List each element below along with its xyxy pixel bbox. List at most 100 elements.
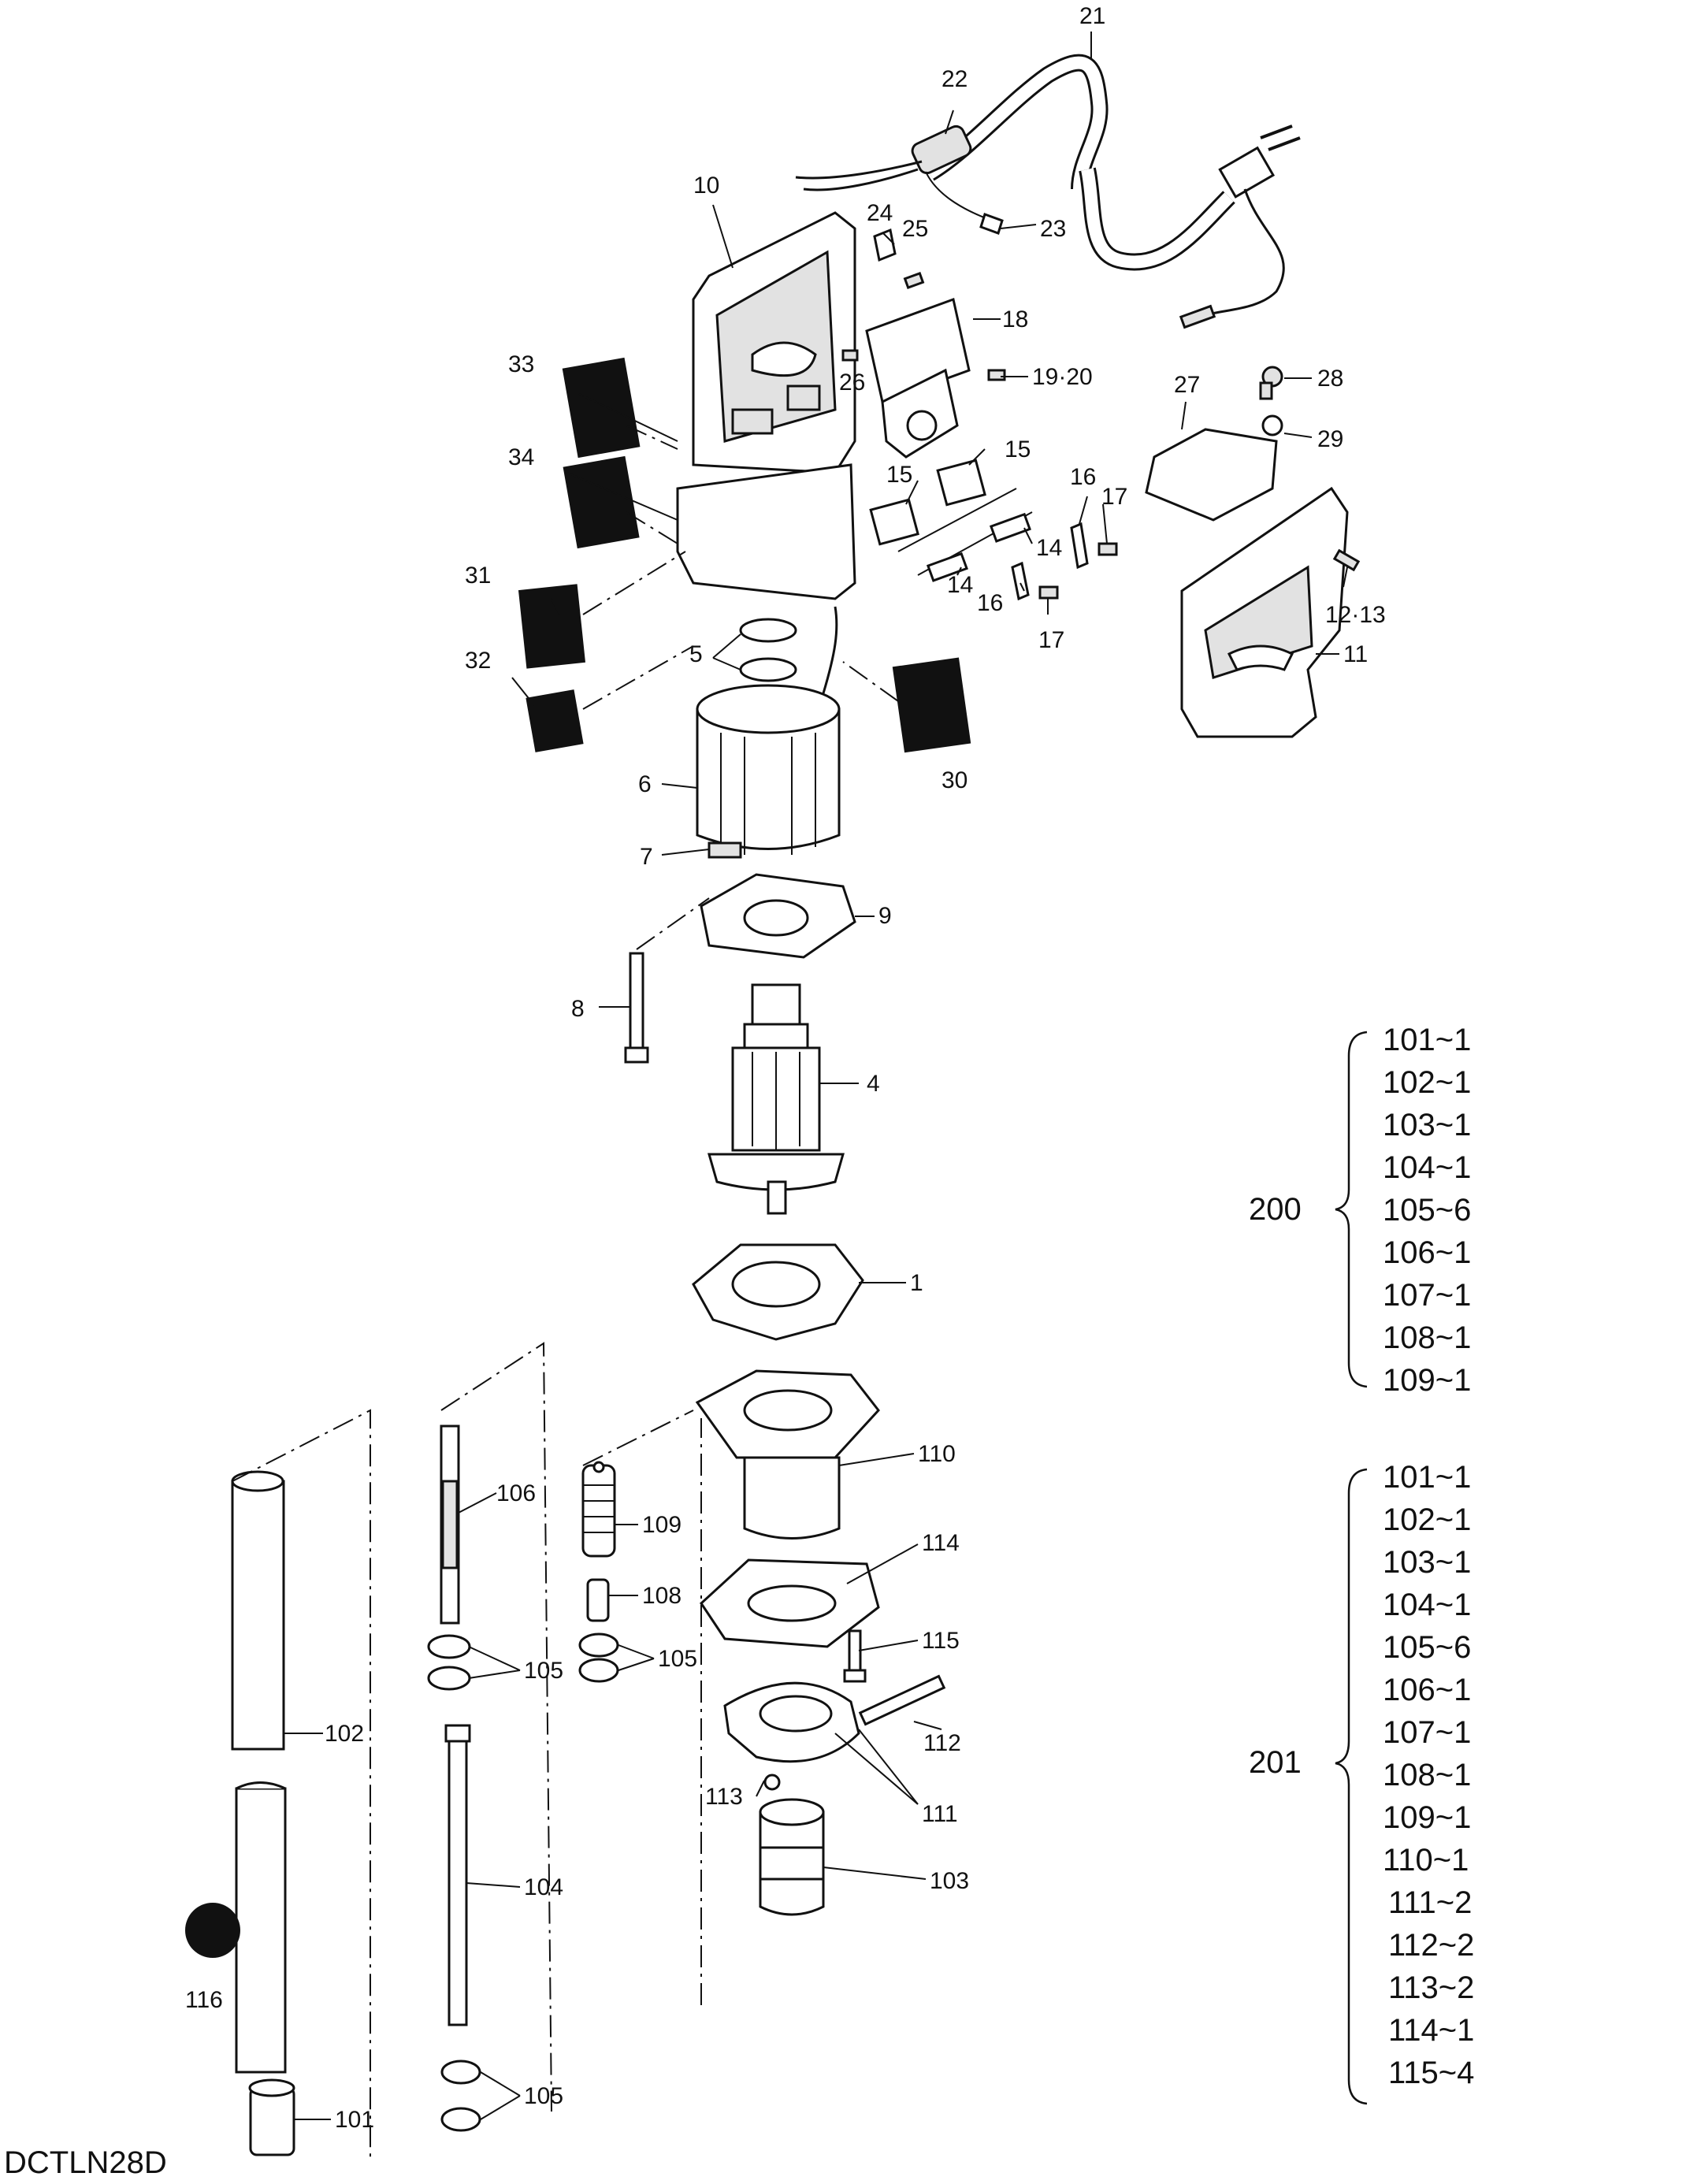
callout-19-20: 19·20 (1032, 364, 1093, 390)
kit-201: 201 101~1 102~1 103~1 104~1 105~6 106~1 … (1249, 1460, 1474, 2105)
kit-200-item-8: 108~1 (1383, 1320, 1471, 1355)
kit-200-item-3: 103~1 (1383, 1108, 1471, 1142)
callout-labels: 21 22 10 24 25 23 18 26 19·20 27 28 29 3… (185, 3, 1386, 2133)
kit-200-item-9: 109~1 (1383, 1363, 1471, 1398)
callout-21: 21 (1079, 3, 1105, 29)
callout-15b: 15 (886, 462, 912, 488)
kit-201-item-7: 107~1 (1383, 1715, 1471, 1750)
handle-11 (1180, 486, 1361, 738)
housing-10 (676, 211, 856, 600)
callout-104: 104 (524, 1874, 563, 1900)
kit-201-item-3: 103~1 (1383, 1545, 1471, 1580)
kit-201-item-2: 102~1 (1383, 1502, 1471, 1537)
kit-201-item-8: 108~1 (1383, 1758, 1471, 1792)
bearings-105-mid (578, 1632, 619, 1683)
kit-201-item-14: 114~1 (1388, 2013, 1474, 2048)
callout-105b: 105 (658, 1646, 697, 1672)
callout-6: 6 (638, 771, 652, 797)
callout-23: 23 (1040, 216, 1066, 242)
callout-22: 22 (941, 66, 967, 92)
tube-102 (231, 1470, 287, 2074)
callout-1: 1 (910, 1270, 923, 1296)
callout-7: 7 (640, 844, 653, 870)
part-116 (185, 1903, 240, 1958)
callout-25: 25 (902, 216, 928, 242)
callout-101: 101 (335, 2107, 374, 2133)
callout-113: 113 (705, 1784, 743, 1810)
callout-105c: 105 (524, 2083, 563, 2109)
screw-8 (624, 897, 710, 1064)
callout-14a: 14 (1036, 535, 1062, 561)
stator-6 (696, 606, 841, 859)
model-code: DCTLN28D (4, 2145, 167, 2180)
kit-200-id: 200 (1249, 1192, 1302, 1227)
callout-115: 115 (922, 1628, 960, 1654)
callout-33: 33 (508, 351, 534, 377)
callout-14b: 14 (947, 572, 973, 598)
label-plates (518, 357, 971, 753)
rings-5 (739, 618, 797, 682)
kit-200: 200 101~1 102~1 103~1 104~1 105~6 106~1 … (1249, 1023, 1471, 1398)
kit-201-item-12: 112~2 (1388, 1928, 1474, 1963)
tip-101 (248, 2078, 295, 2156)
kit-200-item-4: 104~1 (1383, 1150, 1471, 1185)
kit-201-item-11: 111~2 (1388, 1885, 1472, 1920)
gasket-114 (700, 1558, 880, 1648)
spring-109 (581, 1461, 616, 1558)
callout-27: 27 (1174, 372, 1200, 398)
callout-34: 34 (508, 444, 534, 470)
callout-17b: 17 (1038, 627, 1064, 653)
callout-105a: 105 (524, 1658, 563, 1684)
callout-116: 116 (185, 1987, 223, 2013)
clamp-111 (723, 1674, 946, 1791)
callout-26: 26 (839, 370, 865, 396)
callout-110: 110 (918, 1441, 956, 1467)
callout-111: 111 (922, 1801, 958, 1827)
kit-200-item-6: 106~1 (1383, 1235, 1471, 1270)
callout-24: 24 (867, 200, 893, 226)
kit-200-item-2: 102~1 (1383, 1065, 1471, 1100)
screw-115 (843, 1629, 867, 1683)
kit-201-item-13: 113~2 (1388, 1970, 1474, 2005)
pin-108 (586, 1578, 610, 1622)
callout-108: 108 (642, 1583, 682, 1609)
callout-32: 32 (465, 648, 491, 674)
callout-114: 114 (922, 1530, 960, 1556)
kit-200-item-5: 105~6 (1383, 1193, 1471, 1228)
callout-11: 11 (1343, 641, 1368, 667)
kit-201-id: 201 (1249, 1745, 1302, 1780)
cover-27 (1145, 366, 1283, 522)
kit-201-item-4: 104~1 (1383, 1588, 1471, 1622)
callout-112: 112 (923, 1730, 961, 1756)
brush-parts (869, 459, 1118, 601)
flange-110 (695, 1369, 880, 1540)
callout-15a: 15 (1005, 436, 1031, 462)
bearings-105-bottom (440, 2060, 481, 2132)
kit-201-item-5: 105~6 (1383, 1630, 1471, 1665)
callout-5: 5 (689, 641, 703, 667)
shaft-106 (440, 1424, 460, 1625)
shaft-104 (444, 1724, 471, 2026)
callout-8: 8 (571, 996, 585, 1022)
callout-102: 102 (325, 1721, 364, 1747)
kit-201-item-10: 110~1 (1383, 1843, 1469, 1878)
kit-201-item-9: 109~1 (1383, 1800, 1471, 1835)
power-cord (795, 54, 1301, 329)
callout-31: 31 (465, 563, 491, 589)
callout-29: 29 (1317, 426, 1343, 452)
kit-201-item-15: 115~4 (1388, 2056, 1474, 2090)
kit-200-item-7: 107~1 (1383, 1278, 1471, 1313)
plate-9 (700, 873, 856, 959)
bearings-105-left (427, 1634, 471, 1691)
kit-201-item-6: 106~1 (1383, 1673, 1471, 1707)
callout-30: 30 (941, 767, 967, 793)
callout-17a: 17 (1101, 484, 1127, 510)
housing-1 (692, 1243, 864, 1341)
coupling-103 (759, 1798, 825, 1916)
leader-lines (284, 32, 1348, 2120)
callout-9: 9 (878, 903, 892, 929)
callout-106: 106 (496, 1480, 536, 1506)
callout-18: 18 (1002, 306, 1028, 332)
kit-201-item-1: 101~1 (1383, 1460, 1471, 1495)
